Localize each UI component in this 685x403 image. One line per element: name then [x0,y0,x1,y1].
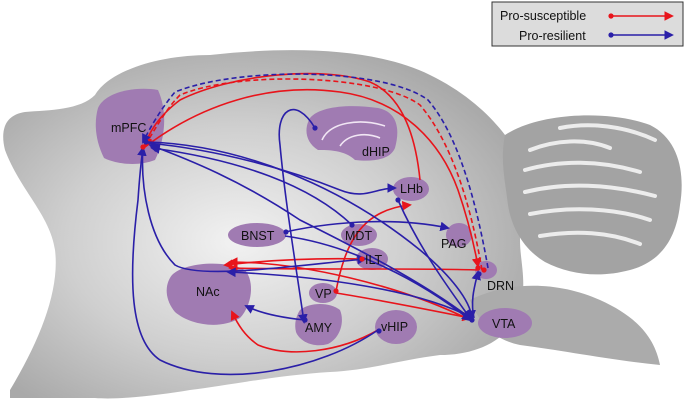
blue-vta-to-mpfc [148,143,471,319]
label-pag: PAG [441,237,466,251]
region-dhip-curve [321,121,386,147]
label-mpfc: mPFC [111,121,146,135]
blue-amy-to-nac [244,305,306,321]
label-vp: VP [315,287,332,301]
blue-mpfc-to-vta [147,141,476,320]
red-vp-to-vta [335,292,472,322]
susceptible-projections [142,72,483,353]
red-mpfc-to-drn [144,88,482,268]
label-mdt: MDT [345,229,372,243]
blue-mpfc-to-lhb [147,142,397,195]
blue-vta-to-nac [226,267,473,319]
legend-label-susceptible: Pro-susceptible [500,9,586,23]
label-amy: AMY [305,321,333,335]
label-lhb: LHb [400,182,423,196]
dot-mdt [349,222,355,228]
blue-drn-to-mpfc-dashed [142,73,489,269]
label-bnst: BNST [241,229,275,243]
blue-dhip-to-amy [278,108,316,324]
region-vhip [375,310,417,344]
dot-bnst [283,229,289,235]
blue-vhip-to-mpfc [131,146,379,376]
dot-amy [302,317,308,323]
label-ilt: ILT [365,253,382,267]
dot-ilt [359,256,365,262]
region-vta [478,308,532,338]
cerebellum-folia [523,123,657,246]
legend-label-resilient: Pro-resilient [519,29,586,43]
legend: Pro-susceptible Pro-resilient [491,1,684,47]
dot-vp [333,288,339,294]
legend-box [491,1,684,47]
brainstem-shape [470,285,660,365]
blue-lhb-to-vta [397,199,472,320]
dot-mpfc-red [140,144,146,150]
region-pag [446,223,472,247]
dot-drn-blue [476,271,482,277]
label-vhip: vHIP [381,320,408,334]
region-dhip [306,106,398,161]
dot-dhip [312,125,318,131]
resilient-projections [131,73,489,376]
region-labels: mPFC dHIP LHb BNST MDT PAG ILT NAc VP DR… [111,121,516,335]
region-bnst [228,223,286,247]
red-drn-to-mpfc-dashed [143,78,483,271]
red-vta-to-nac-1 [228,257,471,321]
region-mdt [341,224,377,246]
region-lhb [393,177,429,201]
cerebellum [470,115,682,365]
regions [95,88,532,346]
label-drn: DRN [487,279,514,293]
label-dhip: dHIP [362,145,390,159]
blue-mdt-to-mpfc [150,144,353,226]
dot-vhip [376,328,382,334]
dot-drn-red-2 [481,267,487,273]
red-lhb-to-mpfc [142,72,421,181]
blue-bnst-to-pag [284,220,450,233]
red-vhip-to-nac [230,310,379,353]
origin-dots [140,125,487,334]
region-vp [309,283,337,303]
red-vp-to-lhb [335,200,412,292]
blue-bnst-to-vta [284,235,472,322]
dot-lhb [395,197,401,203]
region-nac [166,263,252,325]
blue-mpfc-to-nac-loop [141,144,367,273]
dot-drn-red-1 [475,265,481,271]
label-vta: VTA [492,317,516,331]
label-nac: NAc [196,285,220,299]
dot-vta [469,317,475,323]
dot-mpfc-blue [143,139,149,145]
